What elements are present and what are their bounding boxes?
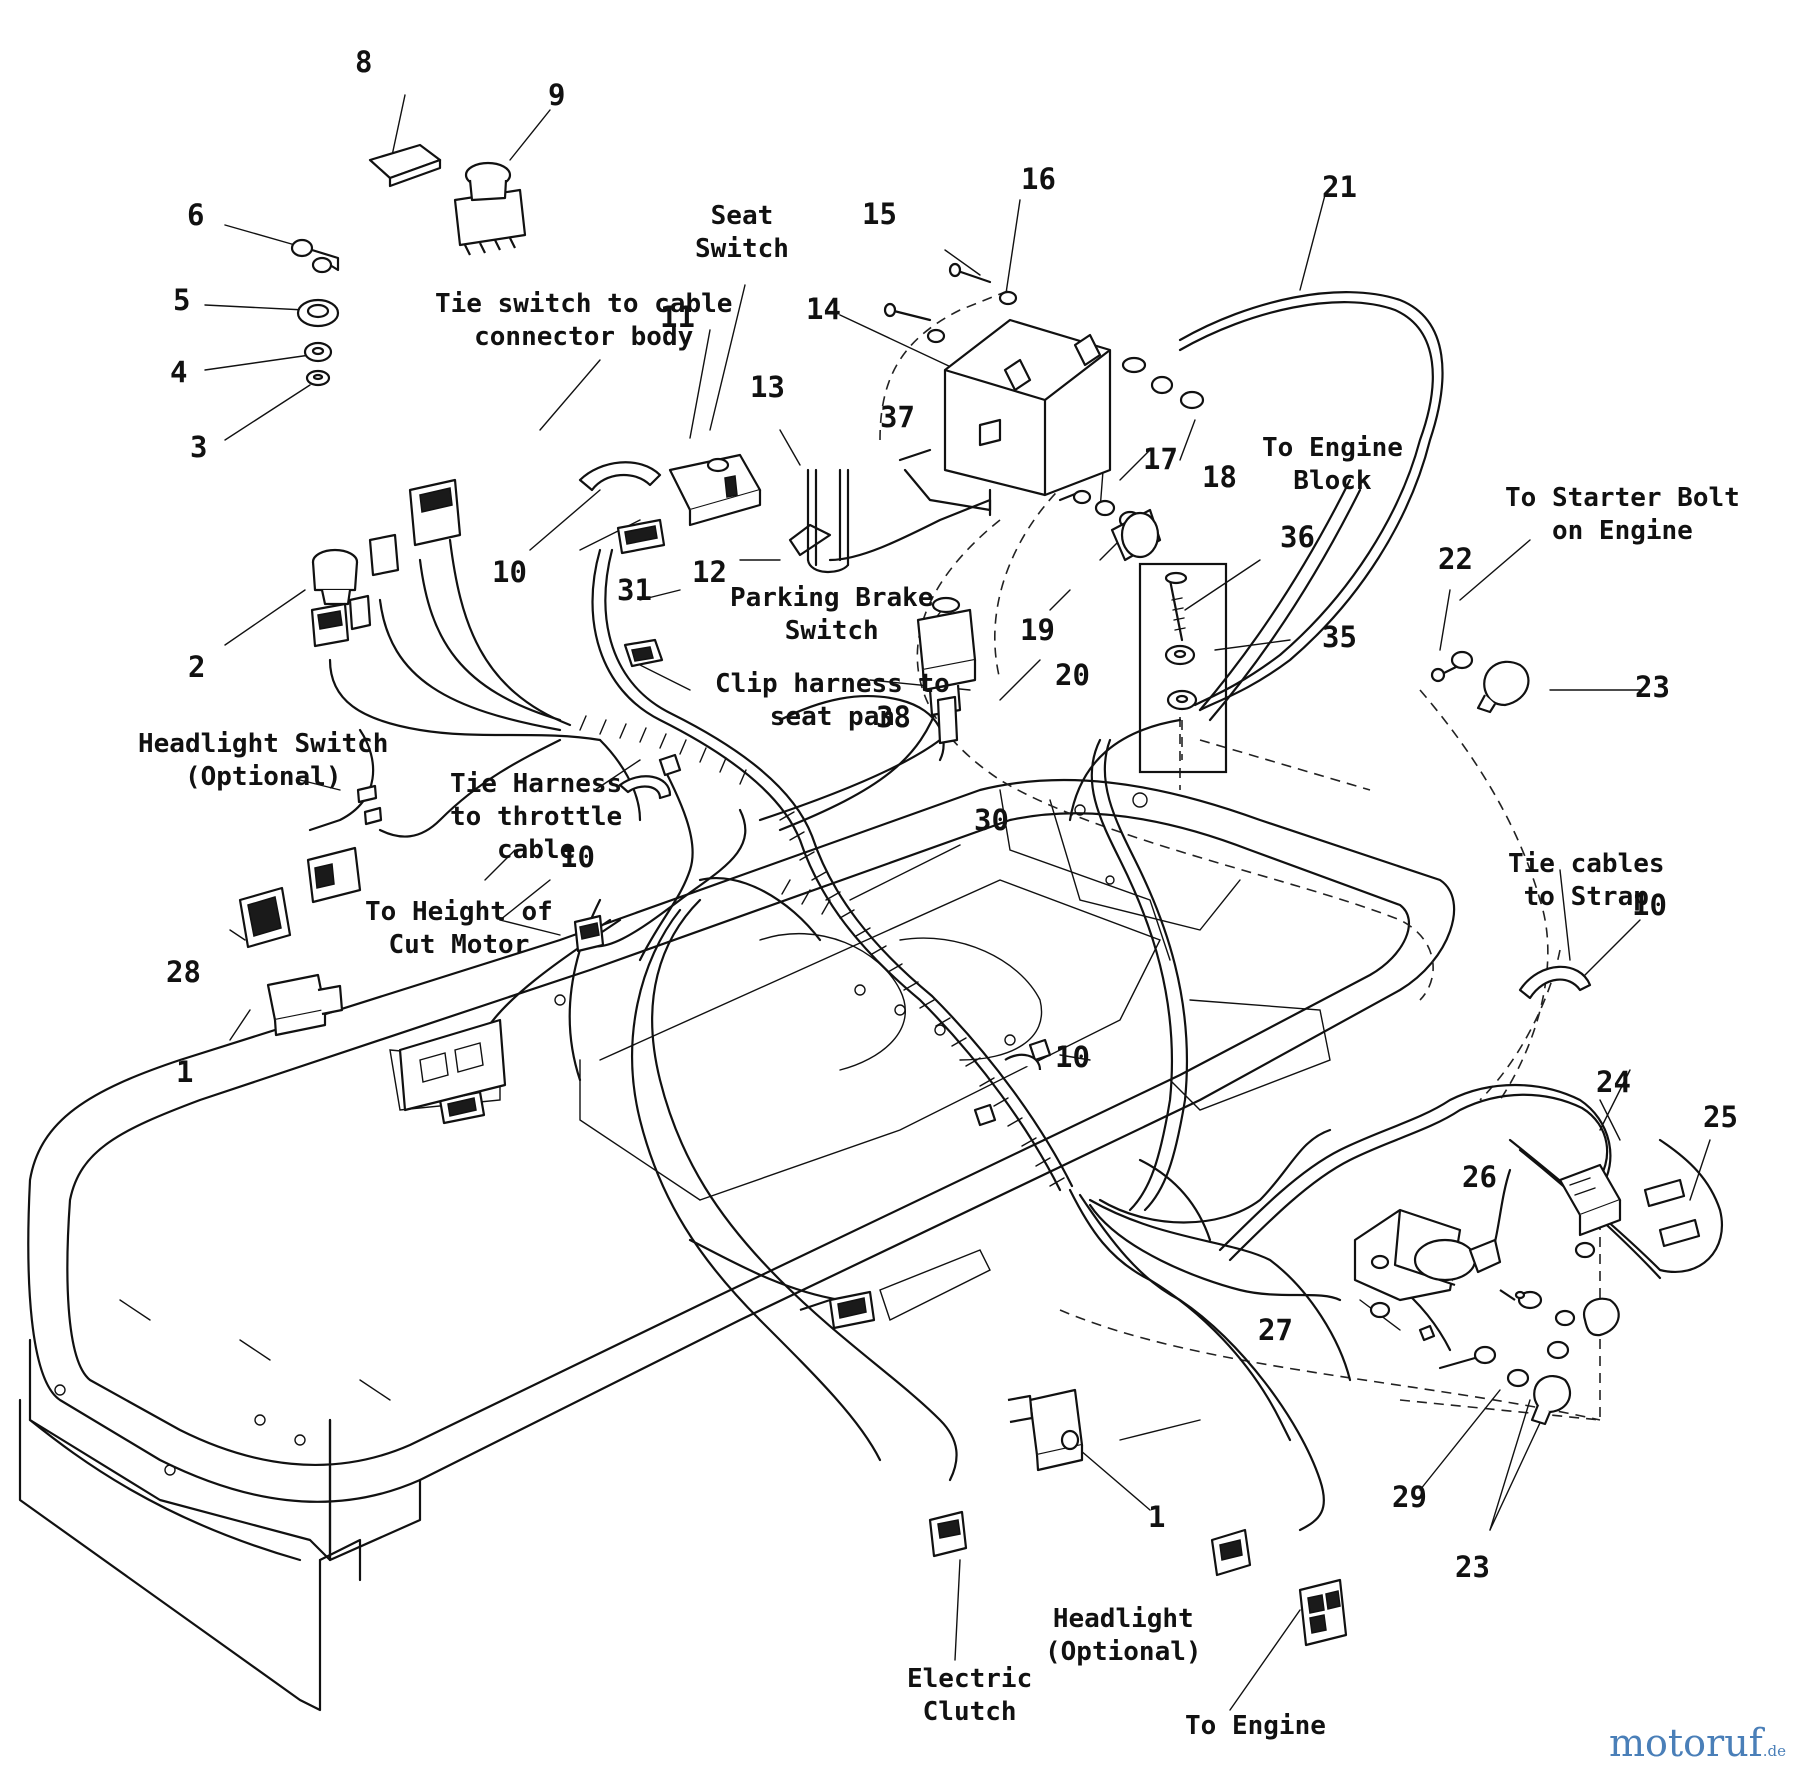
- ref-20: 20: [1055, 658, 1090, 692]
- ref-1-lower: 1: [1148, 1500, 1166, 1534]
- ref-3: 3: [190, 430, 208, 464]
- component-36-engine-block-box: [1138, 562, 1228, 774]
- component-37-battery: [898, 318, 1112, 512]
- ref-35: 35: [1322, 620, 1357, 654]
- label-headlight-switch: Headlight Switch(Optional): [138, 729, 389, 792]
- component-10-tie-strap-a: [578, 461, 662, 492]
- harness-cables: [308, 291, 1723, 1532]
- ref-21: 21: [1322, 170, 1357, 204]
- component-13-park-brake-spring: [806, 468, 850, 573]
- component-5-bezel: [296, 298, 340, 328]
- ref-26: 26: [1462, 1160, 1497, 1194]
- connector-frame-front: [398, 1018, 507, 1125]
- connector-height-cut: [573, 914, 605, 953]
- connector-electric-clutch: [928, 1510, 968, 1558]
- ref-18: 18: [1202, 460, 1237, 494]
- component-25-terminals: [1643, 1178, 1701, 1248]
- component-3-washer: [305, 369, 331, 387]
- ref-17: 17: [1143, 442, 1178, 476]
- ref-10-c: 10: [1632, 888, 1667, 922]
- ref-27: 27: [1258, 1313, 1293, 1347]
- ref-28: 28: [166, 955, 201, 989]
- connector-to-engine: [1298, 1578, 1348, 1647]
- small-fasteners-right: [1369, 1241, 1620, 1426]
- ref-25: 25: [1703, 1100, 1738, 1134]
- ref-29: 29: [1392, 1480, 1427, 1514]
- spiral-wrap: [579, 715, 1065, 1187]
- connector-headlight-switch: [356, 784, 383, 826]
- ref-16: 16: [1021, 162, 1056, 196]
- label-to-engine: To Engine: [1185, 1711, 1326, 1741]
- component-38-parking-brake-switch: [916, 596, 977, 745]
- ref-19: 19: [1020, 613, 1055, 647]
- ref-9: 9: [548, 78, 566, 112]
- connector-center: [616, 518, 666, 555]
- ref-38: 38: [876, 700, 911, 734]
- component-31-clip: [623, 638, 664, 668]
- component-28-rocker-switch: [238, 886, 292, 949]
- component-23-boot-top: [1476, 660, 1530, 714]
- ref-24: 24: [1596, 1065, 1631, 1099]
- component-2-ignition-switch: [311, 548, 359, 606]
- component-26-solenoid: [1353, 1208, 1502, 1302]
- battery-bolts: [883, 262, 1205, 562]
- component-1-switch-left: [266, 973, 344, 1037]
- ref-30: 30: [974, 803, 1009, 837]
- ref-10-b: 10: [560, 840, 595, 874]
- ref-13: 13: [750, 370, 785, 404]
- ref-11: 11: [660, 300, 695, 334]
- ref-15: 15: [862, 197, 897, 231]
- leader-lines: [204, 94, 1711, 1711]
- connector-frame-mid: [799, 1290, 876, 1330]
- component-22-starter-lug: [1430, 650, 1474, 683]
- ref-6: 6: [187, 198, 205, 232]
- ref-8: 8: [355, 45, 373, 79]
- ref-12: 12: [692, 555, 727, 589]
- ref-5: 5: [173, 283, 191, 317]
- connector-mid-left: [306, 846, 362, 904]
- ref-2: 2: [188, 650, 206, 684]
- label-headlight: Headlight(Optional): [1045, 1604, 1202, 1667]
- connectors-top-left: [310, 478, 462, 648]
- ref-14: 14: [806, 292, 841, 326]
- ref-1-left: 1: [176, 1055, 194, 1089]
- ref-23-bottom: 23: [1455, 1550, 1490, 1584]
- component-6-key: [290, 238, 340, 274]
- tie-strap-clips-frame: [618, 753, 1592, 1127]
- ref-10-d: 10: [1055, 1040, 1090, 1074]
- ref-22: 22: [1438, 542, 1473, 576]
- ref-36: 36: [1280, 520, 1315, 554]
- frame-drawing: [18, 778, 1456, 1712]
- ref-37: 37: [880, 400, 915, 434]
- component-12-bracket: [788, 498, 992, 562]
- component-24-circuit-breaker: [1558, 1163, 1622, 1237]
- watermark: motoruf.de: [1608, 1721, 1786, 1765]
- connector-headlight: [1210, 1528, 1252, 1577]
- component-8-cover: [368, 143, 442, 188]
- ref-4: 4: [170, 355, 188, 389]
- component-11-seat-switch: [668, 453, 762, 527]
- ref-23-top: 23: [1635, 670, 1670, 704]
- component-9-pto-switch: [453, 161, 527, 256]
- ref-10-a: 10: [492, 555, 527, 589]
- component-4-nut: [303, 341, 333, 363]
- ref-31: 31: [617, 573, 652, 607]
- component-1-switch-lower: [1007, 1388, 1084, 1472]
